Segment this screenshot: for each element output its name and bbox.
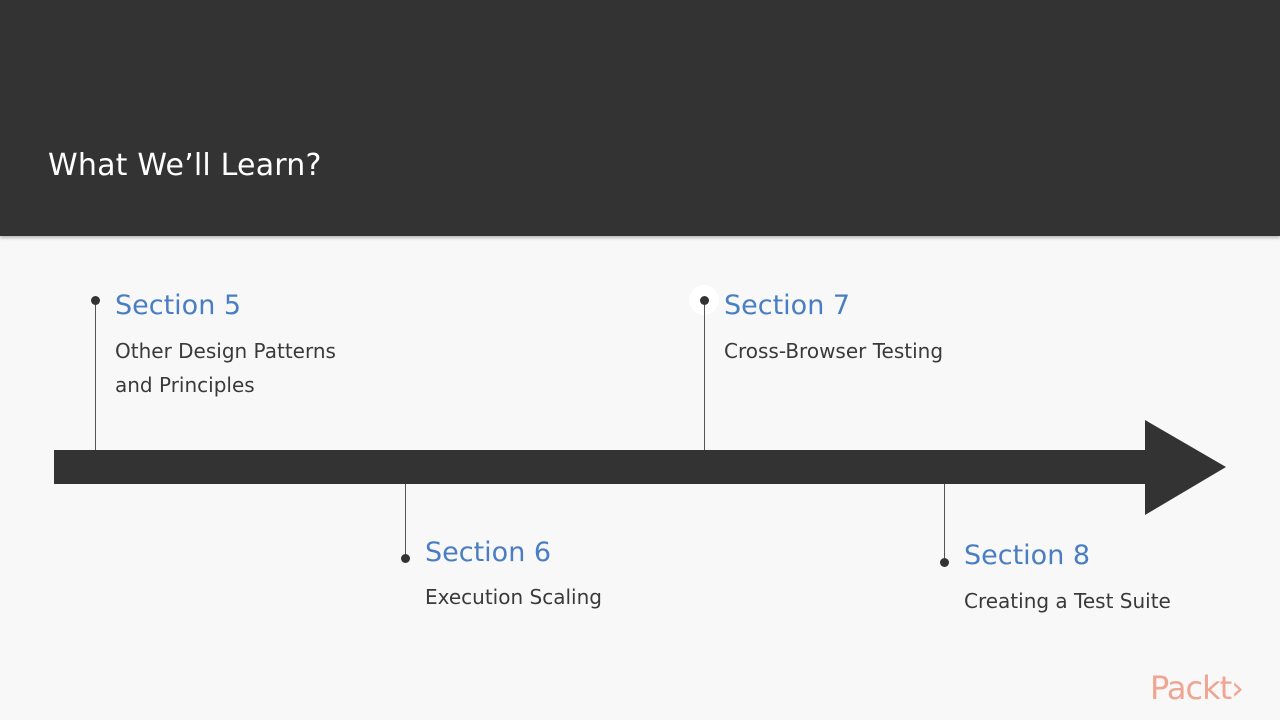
section-7-connector [704,300,705,450]
section-6-dot [401,554,410,563]
section-5-connector [95,300,96,450]
section-7-title: Section 7 [724,290,851,321]
section-6-desc-line-1: Execution Scaling [425,585,602,609]
timeline-arrow-head [1145,420,1226,515]
section-5-dot [91,296,100,305]
section-7-desc-line-1: Cross-Browser Testing [724,339,944,363]
section-8-dot [940,558,949,567]
section-6-connector [405,484,406,558]
section-5-desc-line-1: Other Design Patterns [115,339,336,363]
section-6-title: Section 6 [425,537,552,568]
section-8-connector [944,484,945,562]
section-8-title: Section 8 [964,540,1091,571]
section-8-desc-line-1: Creating a Test Suite [964,589,1171,613]
timeline-arrow-shaft [54,450,1146,484]
header-bar: What We’ll Learn? [0,0,1280,236]
section-7-dot [700,296,709,305]
section-5-desc-line-2: and Principles [115,373,255,397]
packt-logo: Packt› [1150,669,1244,707]
section-5-title: Section 5 [115,290,242,321]
slide-title: What We’ll Learn? [48,148,322,183]
